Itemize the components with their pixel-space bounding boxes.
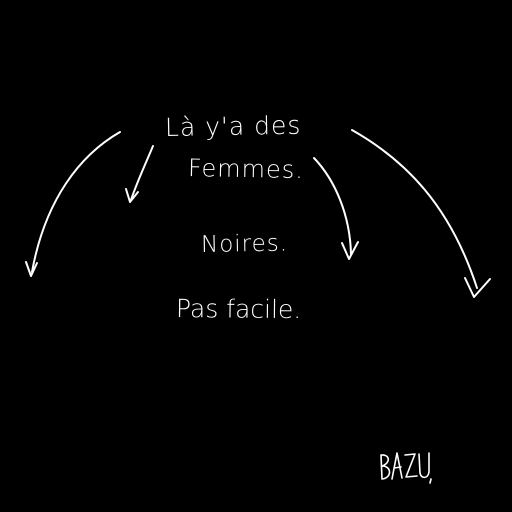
text-line-3: Noires. (200, 230, 289, 258)
far-left-arrow (25, 131, 121, 277)
inner-right-arrow (313, 157, 359, 260)
inner-left-arrow-head (125, 188, 139, 203)
artist-signature (380, 452, 432, 484)
far-right-arrow-shaft (351, 129, 478, 289)
inner-left-arrow (125, 145, 154, 203)
inner-left-arrow-shaft (130, 145, 154, 201)
text-line-2: Femmes. (187, 154, 305, 185)
far-right-arrow (351, 129, 491, 298)
inner-right-arrow-head (341, 241, 359, 260)
inner-right-arrow-shaft (313, 157, 352, 255)
far-left-arrow-shaft (31, 131, 121, 273)
text-line-4: Pas facile. (175, 294, 302, 325)
far-right-arrow-head (464, 277, 491, 298)
text-line-1: Là y'a des (164, 110, 302, 142)
far-left-arrow-head (25, 261, 38, 277)
